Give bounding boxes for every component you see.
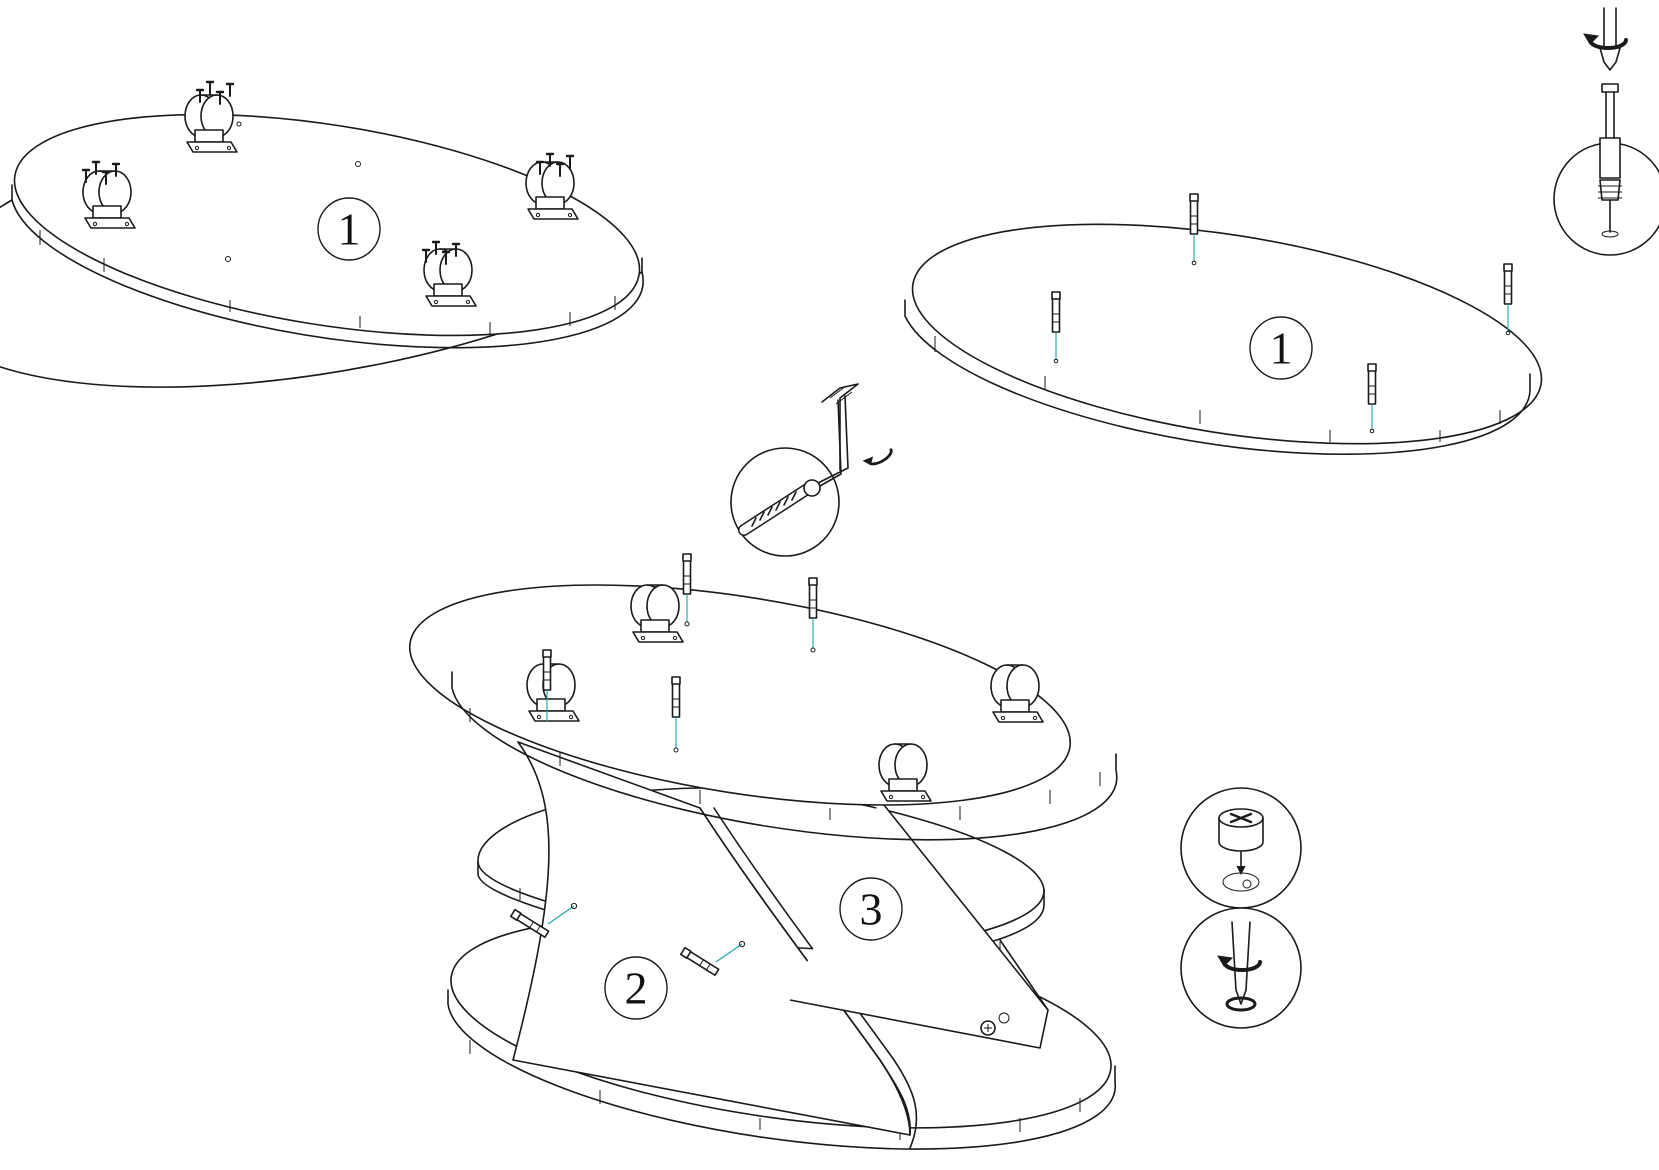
caster-wheel-icon [630, 584, 684, 643]
cam-lock-icon [980, 1012, 1010, 1036]
dowel-icon [1189, 193, 1199, 235]
svg-text:1: 1 [338, 204, 361, 255]
dowel-icon [682, 553, 692, 595]
dowel-icon [1367, 363, 1377, 405]
dowel-icon [1051, 291, 1061, 333]
dowel-icon [542, 649, 552, 691]
part-badge: 3 [839, 877, 903, 941]
screw-icon [738, 479, 821, 536]
cam-lock-detail [1180, 787, 1302, 909]
screwdriver-detail [1180, 907, 1302, 1029]
caster-wheel-icon [423, 248, 477, 307]
svg-text:3: 3 [860, 884, 883, 935]
caster-wheel-icon [990, 664, 1044, 723]
caster-wheel-icon [526, 663, 580, 722]
caster-wheel-icon [878, 743, 932, 802]
caster-wheel-icon [525, 161, 579, 220]
screwdriver-icon [1225, 921, 1257, 1012]
screwdriver-detail [1553, 7, 1659, 256]
side-panel [512, 741, 918, 1149]
caster-wheel-icon [82, 170, 136, 229]
dowel-icon [1503, 263, 1513, 305]
part-badge: 1 [1249, 316, 1313, 380]
panel-top-left: 1 [0, 77, 644, 388]
svg-text:1: 1 [1270, 323, 1293, 374]
allen-key-detail [730, 383, 896, 557]
svg-text:2: 2 [625, 963, 648, 1014]
screwdriver-icon [1599, 7, 1621, 71]
assembled-table: 3 2 [408, 553, 1118, 1150]
dowel-icon [808, 577, 818, 619]
part-badge: 1 [317, 197, 381, 261]
rotate-arrow-icon [1582, 32, 1628, 50]
caster-wheel-icon [184, 94, 238, 153]
cam-lock-icon [1218, 808, 1264, 892]
rotate-arrow-icon [861, 444, 896, 471]
part-badge: 2 [604, 956, 668, 1020]
dowel-icon [671, 676, 681, 718]
panel-top-right: 1 [904, 193, 1543, 456]
